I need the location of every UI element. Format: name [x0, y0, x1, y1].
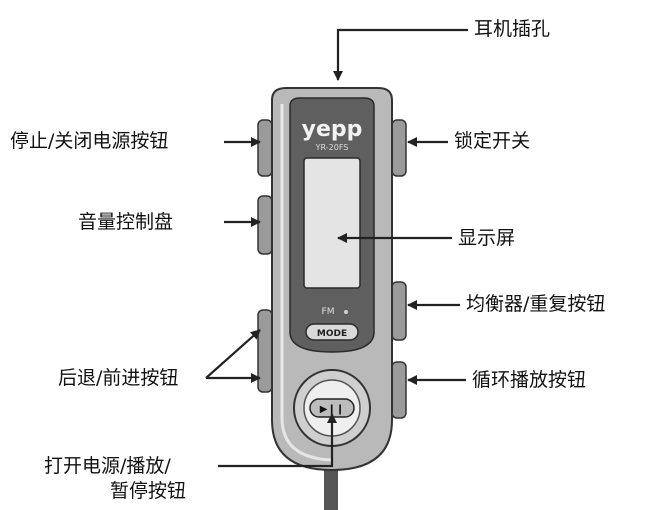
label-back-forward: 后退/前进按钮: [58, 367, 179, 389]
mode-button[interactable]: [305, 323, 359, 341]
label-volume-dial: 音量控制盘: [78, 211, 174, 233]
label-loop-play: 循环播放按钮: [472, 369, 587, 391]
equalizer-side-button[interactable]: [391, 281, 407, 341]
fm-led: [344, 310, 348, 314]
body-highlight: [280, 104, 333, 462]
back-forward-side-button[interactable]: [257, 309, 273, 393]
brand-logo: yepp: [302, 117, 363, 142]
mode-button-label: MODE: [317, 329, 347, 339]
model-label: YR-20FS: [315, 143, 349, 152]
callout-headphone-jack: [333, 28, 468, 81]
stop-power-side-button[interactable]: [257, 119, 273, 177]
label-lock-switch: 锁定开关: [454, 130, 531, 152]
display-screen: [303, 157, 361, 289]
callout-power-play: [218, 413, 337, 468]
label-power-play-1: 打开电源/播放/: [44, 455, 171, 477]
label-stop-power-off: 停止/关闭电源按钮: [10, 130, 169, 152]
label-equalizer-repeat: 均衡器/重复按钮: [466, 293, 606, 315]
fm-indicator: FM: [322, 307, 335, 317]
lock-side-switch[interactable]: [391, 119, 407, 177]
callout-back: [205, 329, 261, 379]
play-pause-icon: ▶❙❙: [320, 404, 344, 415]
loop-side-button[interactable]: [391, 361, 407, 419]
label-power-play-2: 暂停按钮: [110, 480, 187, 502]
label-headphone-jack: 耳机插孔: [474, 18, 551, 40]
headphone-cable: [324, 468, 338, 510]
label-display: 显示屏: [458, 227, 516, 249]
volume-dial-side[interactable]: [257, 195, 273, 255]
